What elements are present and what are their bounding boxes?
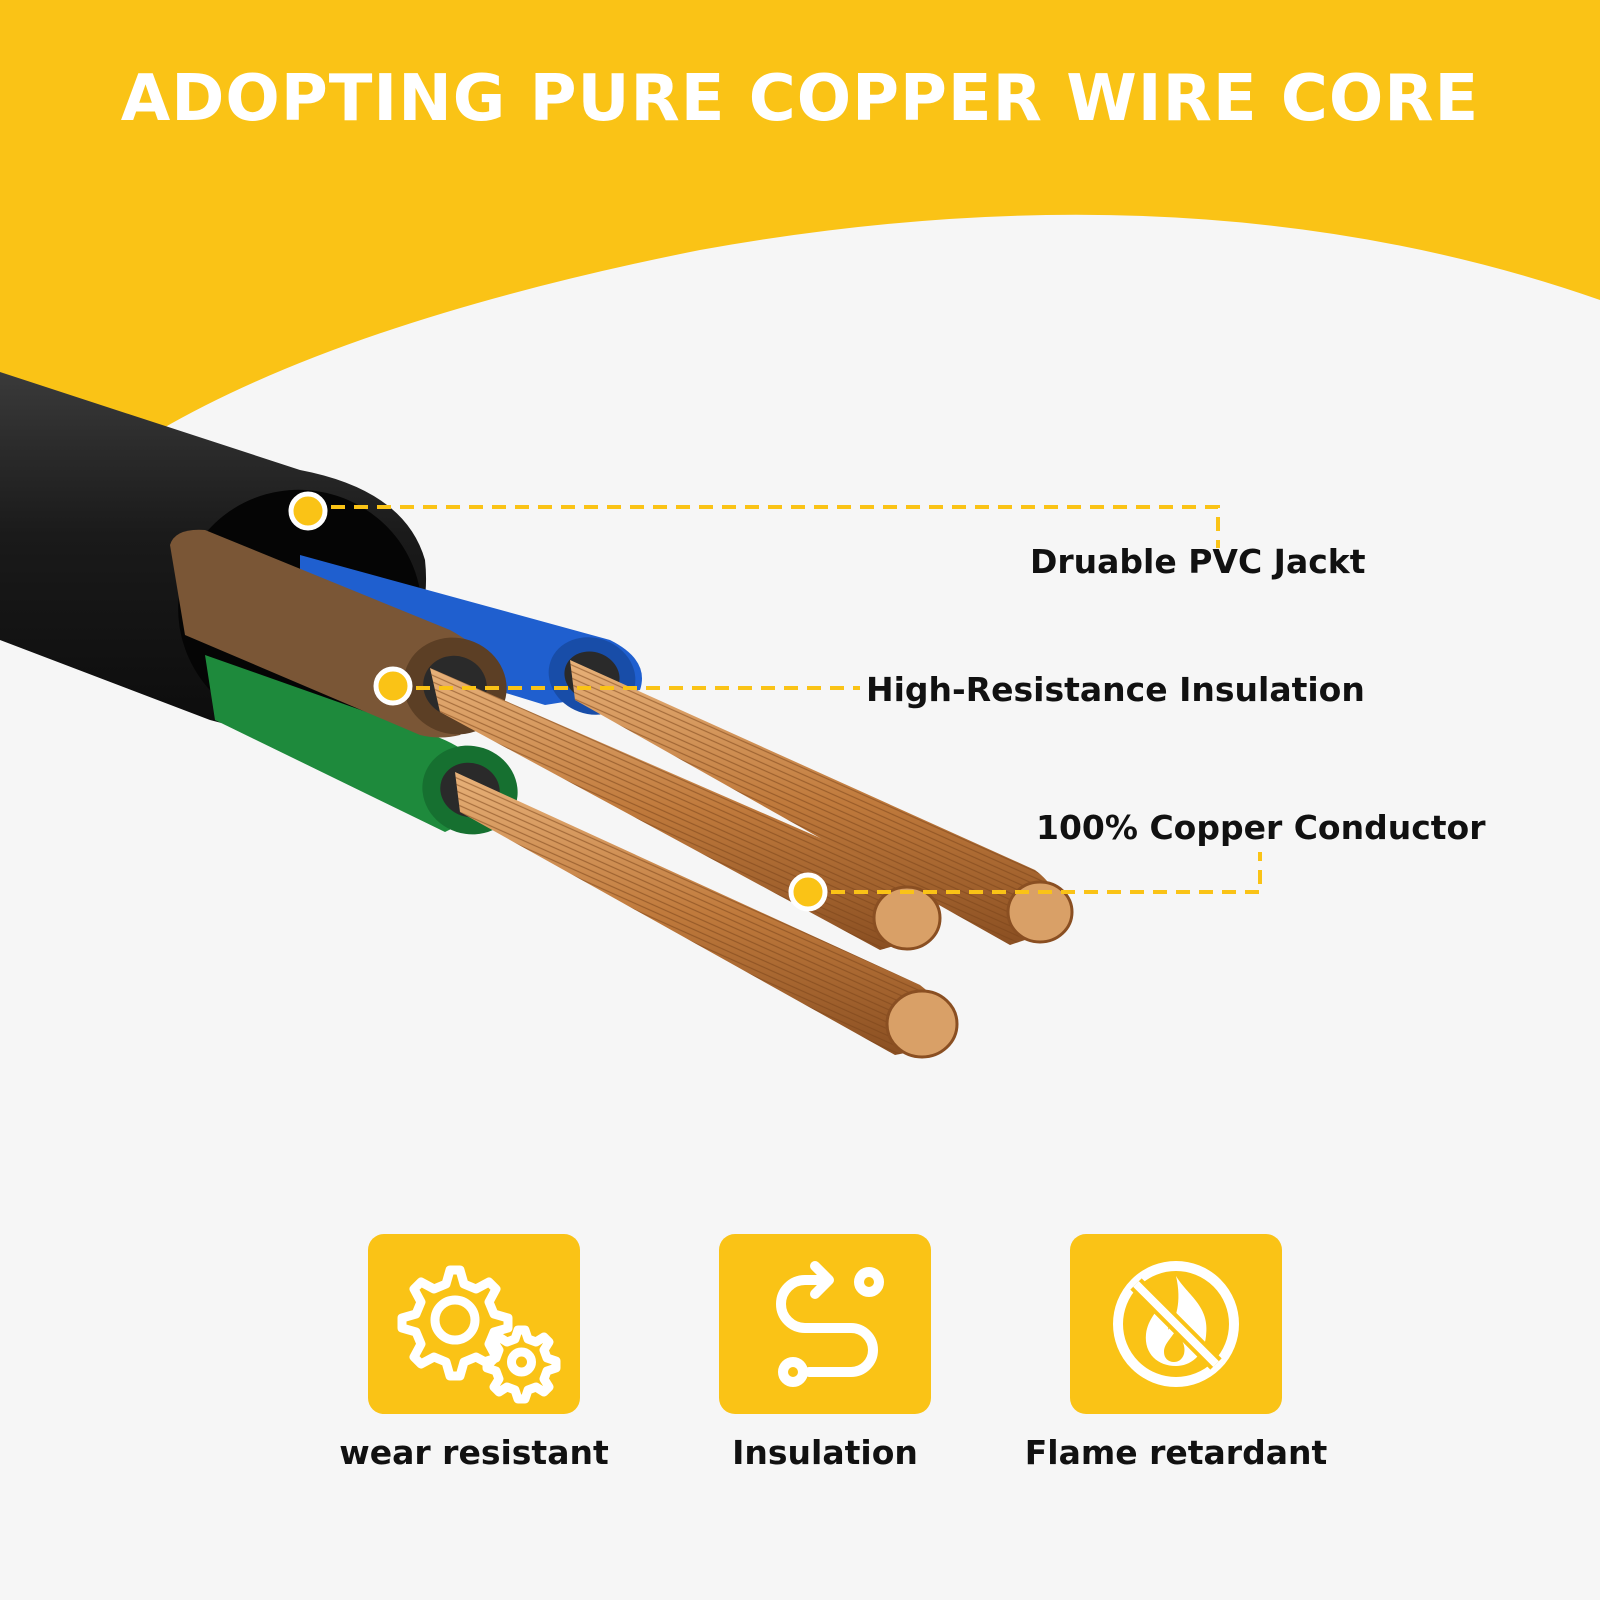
callout-label-insulation: High-Resistance Insulation <box>866 670 1365 709</box>
green-wire <box>205 655 491 832</box>
feature-label-wear-resistant: wear resistant <box>339 1433 609 1472</box>
feature-tile-wear-resistant <box>368 1234 580 1414</box>
feature-label-insulation: Insulation <box>732 1433 918 1472</box>
route-icon <box>776 1261 884 1387</box>
jacket-leader-line <box>308 505 1220 548</box>
insulation-dot <box>373 666 413 706</box>
cable-illustration <box>0 372 1074 1059</box>
gears-icon <box>397 1265 561 1404</box>
page-title: ADOPTING PURE COPPER WIRE CORE <box>120 62 1480 136</box>
callout-label-jacket: Druable PVC Jackt <box>1030 542 1366 581</box>
copper-end-green <box>885 989 959 1059</box>
header-wave <box>0 0 1600 430</box>
copper-leader-line <box>808 852 1262 894</box>
copper-end-brown <box>872 885 942 951</box>
callout-label-copper: 100% Copper Conductor <box>1036 808 1486 847</box>
jacket-dot <box>288 491 328 531</box>
callout-leaders <box>308 505 1262 894</box>
no-fire-icon <box>1113 1261 1239 1387</box>
callout-dots <box>288 491 828 912</box>
feature-label-flame-retardant: Flame retardant <box>1024 1433 1328 1472</box>
copper-end-blue <box>1006 880 1074 944</box>
copper-dot <box>788 872 828 912</box>
feature-tile-insulation <box>719 1234 931 1414</box>
feature-tile-flame-retardant <box>1070 1234 1282 1414</box>
